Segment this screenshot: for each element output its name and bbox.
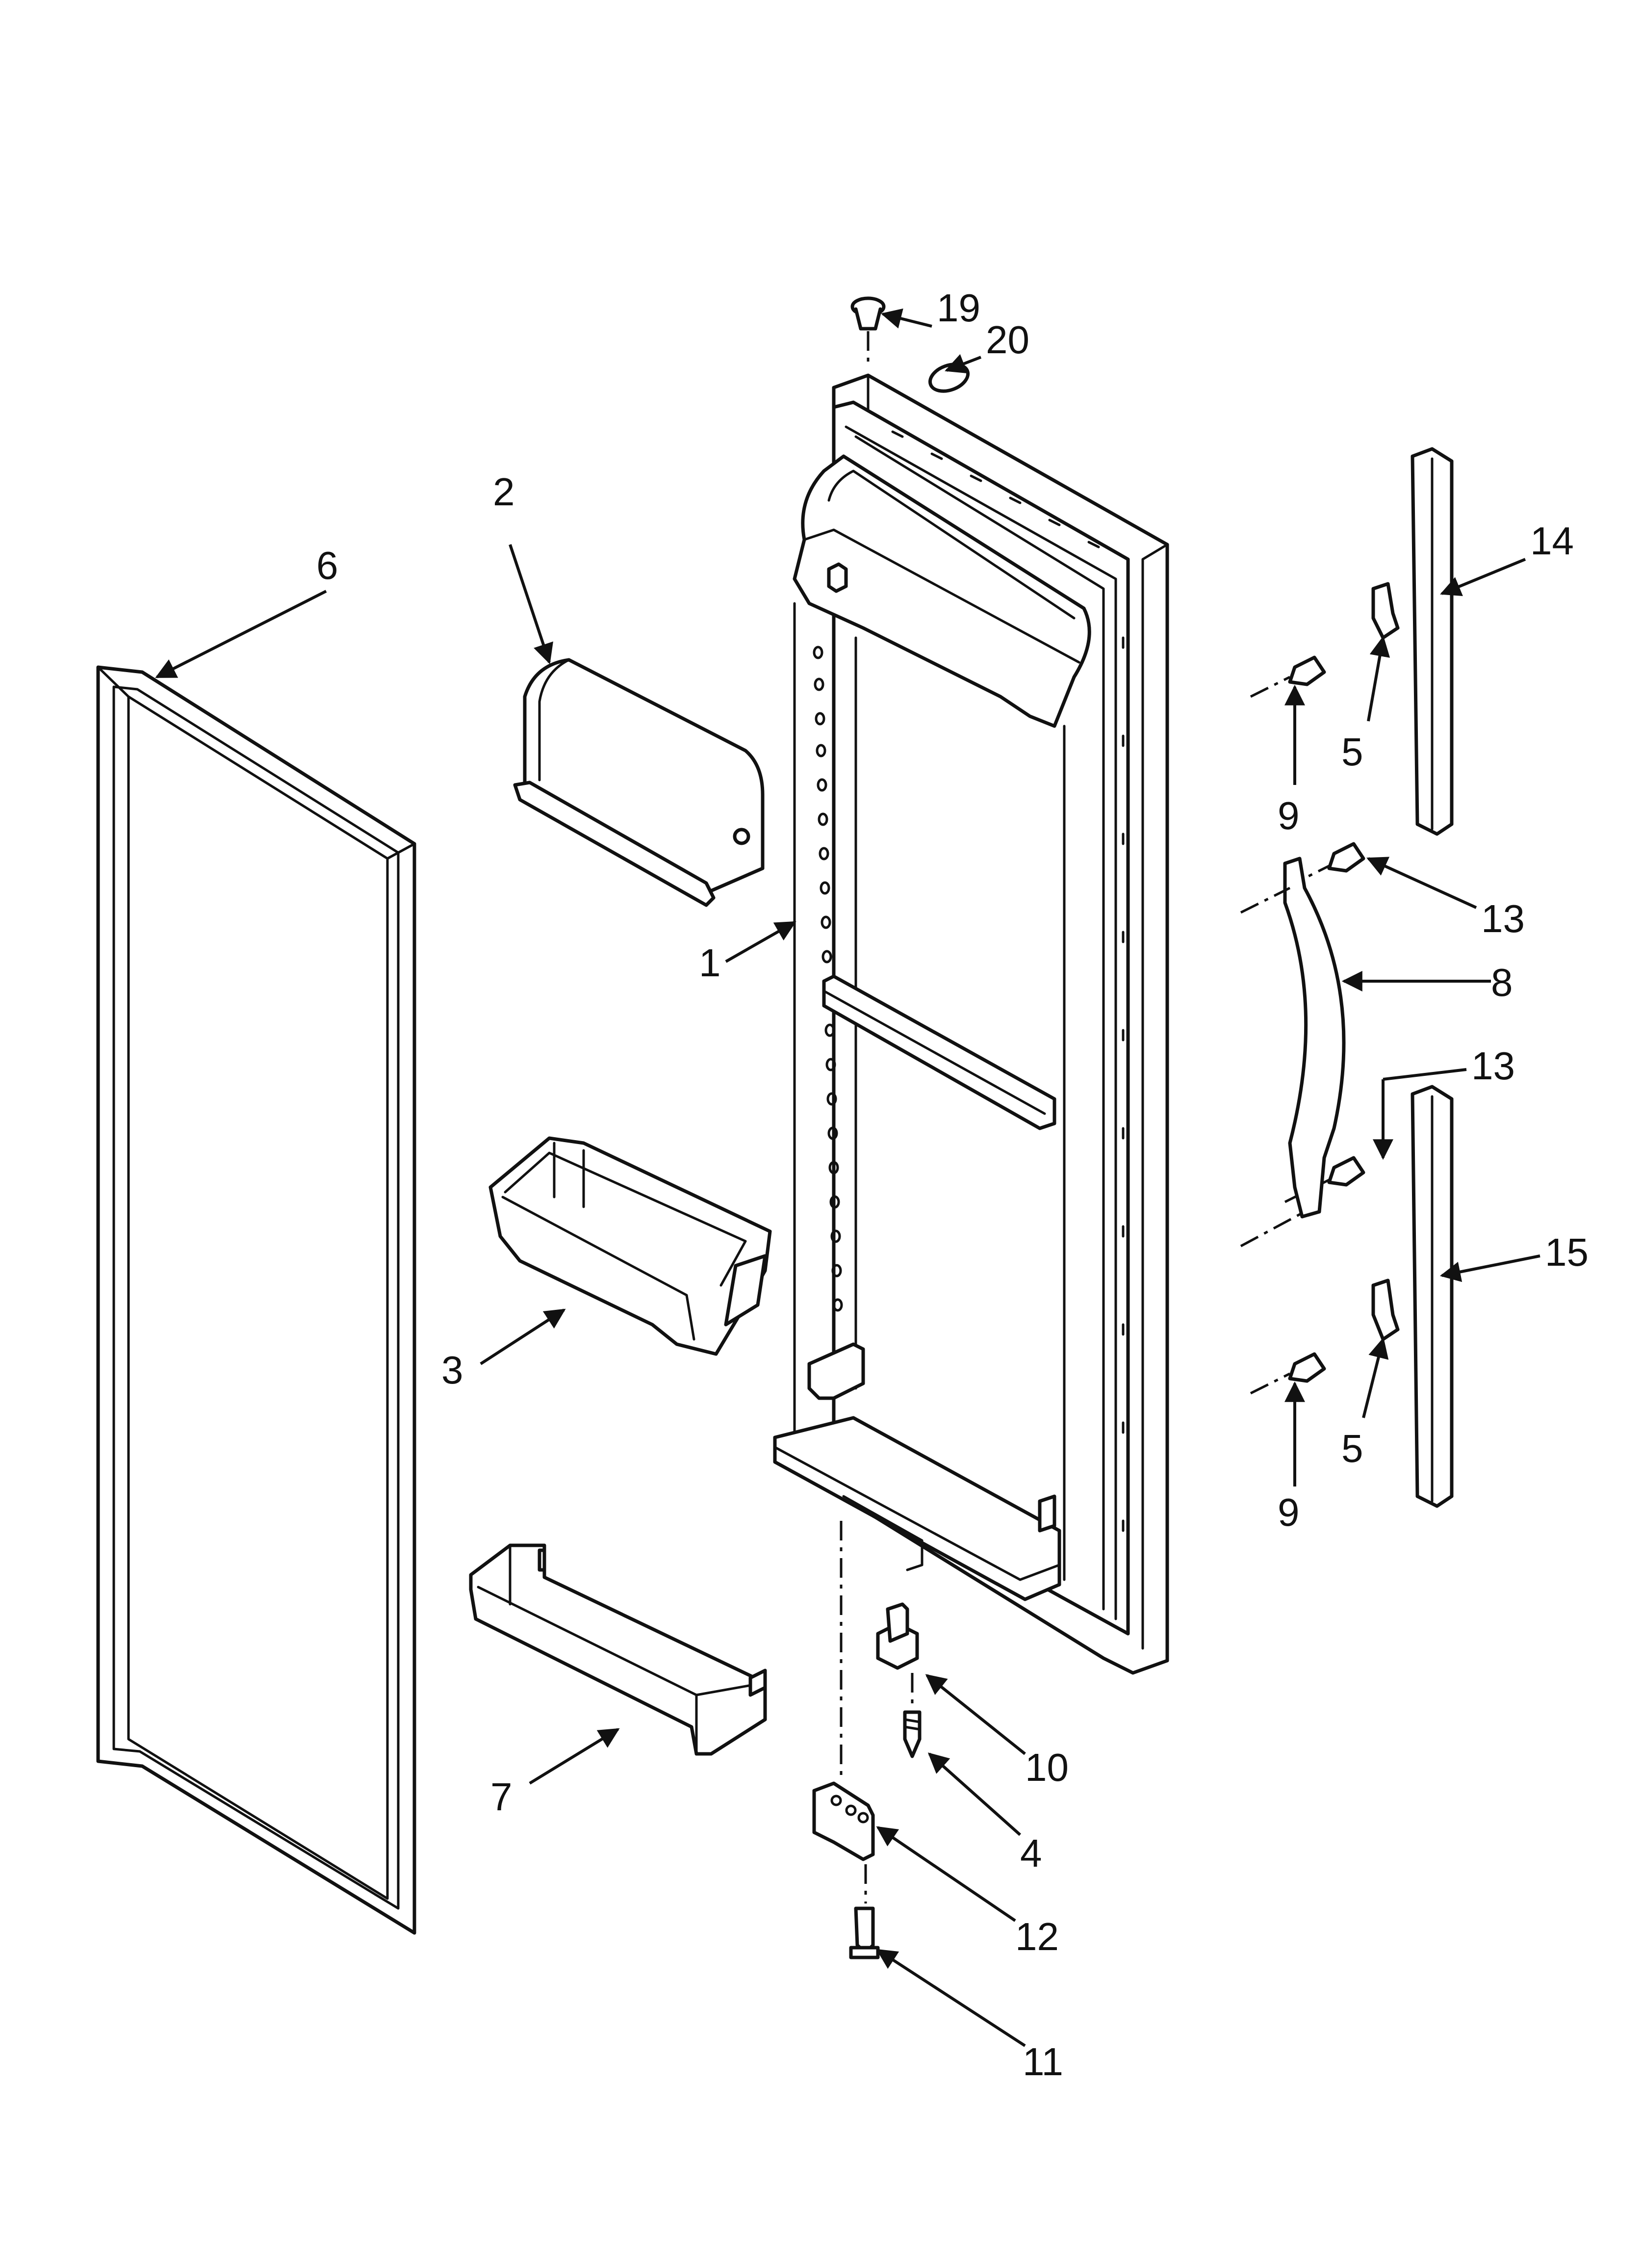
door-shelf: [469, 1543, 767, 1756]
door-edge-slots: [891, 430, 1125, 1532]
trim-clip-upper: [1371, 582, 1400, 640]
door-handle: [1240, 857, 1346, 1248]
callout-12: 12: [1015, 1915, 1059, 1958]
leader-lines: [155, 308, 1540, 2047]
door-assembly: [773, 373, 1169, 1675]
callout-14: 14: [1530, 519, 1574, 563]
callout-5-upper: 5: [1341, 730, 1363, 774]
screw-4: [903, 1710, 922, 1758]
callout-4: 4: [1020, 1831, 1042, 1875]
handle-trim-lower: [1411, 1085, 1454, 1508]
hinge-bolt: [849, 1864, 880, 1959]
hinge-bracket: [812, 1521, 875, 1861]
callout-11: 11: [1023, 2040, 1063, 2084]
callouts: 6 2 1 3 7 19 20 10 4 12 11 14 5 9 13 8 1…: [316, 286, 1589, 2084]
trim-clip-lower: [1371, 1278, 1400, 1341]
callout-10: 10: [1025, 1746, 1069, 1789]
top-plug: [850, 296, 886, 368]
trim-screw-lower: [1250, 1352, 1326, 1395]
trim-screw-upper: [1250, 655, 1326, 698]
top-cap: [928, 363, 970, 393]
hinge-pin: [876, 1602, 919, 1707]
callout-15: 15: [1545, 1230, 1589, 1274]
callout-7: 7: [490, 1775, 513, 1819]
callout-8: 8: [1491, 961, 1513, 1004]
callout-1: 1: [699, 941, 721, 985]
callout-9-upper: 9: [1278, 794, 1300, 837]
callout-20: 20: [986, 318, 1029, 362]
callout-13-lower: 13: [1471, 1044, 1515, 1088]
callout-5-lower: 5: [1341, 1427, 1363, 1470]
handle-trim-upper: [1411, 447, 1454, 836]
callout-3: 3: [441, 1348, 463, 1392]
callout-9-lower: 9: [1278, 1490, 1300, 1534]
callout-2: 2: [493, 470, 515, 514]
door-gasket: [96, 665, 416, 1935]
door-bin: [488, 1136, 772, 1356]
callout-13-upper: 13: [1481, 897, 1525, 940]
dairy-door: [513, 658, 765, 907]
callout-6: 6: [316, 544, 338, 587]
callout-19: 19: [937, 286, 980, 330]
liner-holes: [813, 646, 843, 1312]
